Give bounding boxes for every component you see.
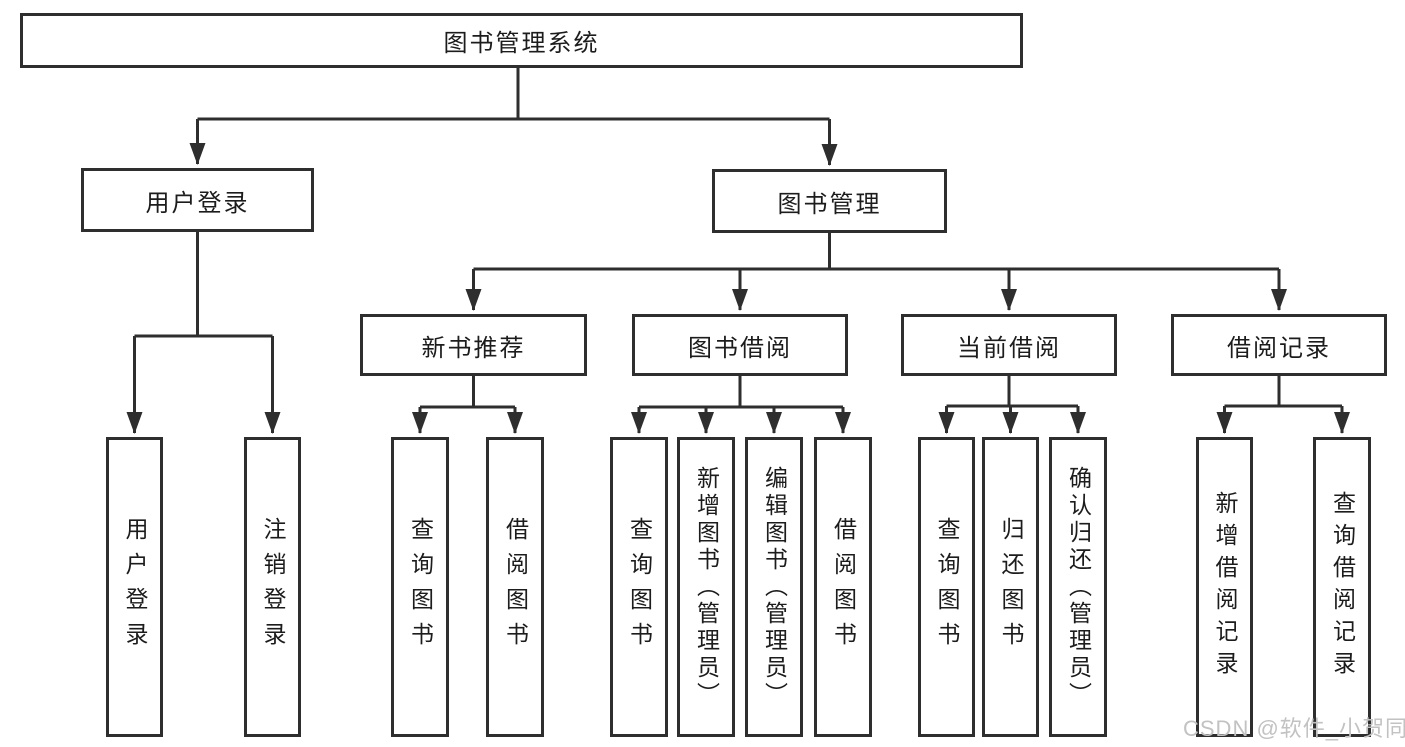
node-current-borrow: 当前借阅 [901, 314, 1117, 376]
connector-borrow-records-children [1216, 376, 1350, 434]
leaf-query-book-borrow: 查询图书 [610, 437, 668, 737]
node-book-management: 图书管理 [712, 169, 947, 233]
leaf-query-borrow-record: 查询借阅记录 [1313, 437, 1371, 737]
connector-book-borrow-children [631, 376, 851, 434]
node-book-borrow: 图书借阅 [632, 314, 848, 376]
leaf-return-book: 归还图书 [982, 437, 1039, 737]
csdn-watermark: CSDN @软件_小贺同学 [1183, 716, 1405, 741]
leaf-query-book-recommend: 查询图书 [391, 437, 449, 737]
connector-new-book-children [412, 376, 523, 434]
leaf-edit-book-admin: 编辑图书（管理员） [745, 437, 803, 737]
node-new-book-recommend: 新书推荐 [360, 314, 587, 376]
connector-user-login-children [126, 232, 281, 434]
leaf-borrow-book-recommend: 借阅图书 [486, 437, 544, 737]
node-root-library-system: 图书管理系统 [20, 13, 1023, 68]
leaf-add-book-admin: 新增图书（管理员） [677, 437, 735, 737]
leaf-query-book-current: 查询图书 [918, 437, 975, 737]
leaf-user-login: 用户登录 [106, 437, 163, 737]
leaf-confirm-return-admin: 确认归还（管理员） [1049, 437, 1107, 737]
node-user-login: 用户登录 [81, 168, 314, 232]
connector-book-management-children [465, 233, 1287, 311]
leaf-borrow-book: 借阅图书 [814, 437, 872, 737]
leaf-logout: 注销登录 [244, 437, 301, 737]
leaf-add-borrow-record: 新增借阅记录 [1196, 437, 1253, 737]
connector-root-to-level2 [189, 68, 838, 166]
node-borrow-records: 借阅记录 [1171, 314, 1387, 376]
connector-current-borrow-children [938, 376, 1086, 434]
